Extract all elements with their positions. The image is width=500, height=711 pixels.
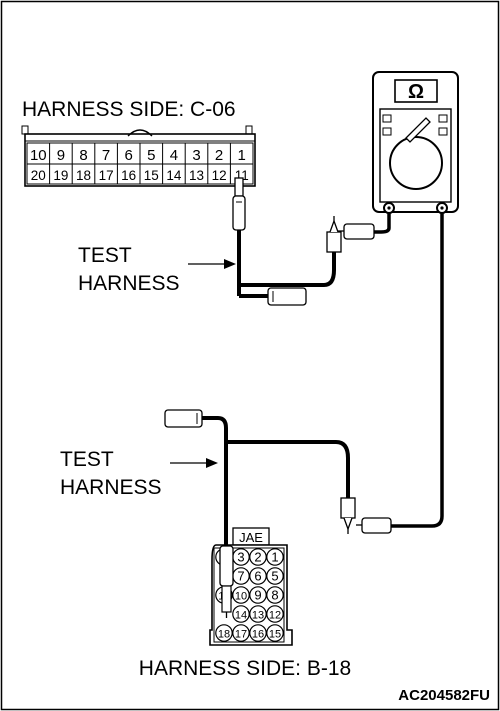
pin-label: 17 xyxy=(99,168,114,183)
pin-label: 14 xyxy=(166,168,182,183)
pin-label: 9 xyxy=(57,147,65,164)
pin-socket xyxy=(232,605,250,623)
pin-label: 20 xyxy=(31,168,46,183)
pin-label: 10 xyxy=(30,147,47,164)
pin-label: 9 xyxy=(254,588,261,603)
connector-b18-maker: JAE xyxy=(239,530,263,545)
pin-label: 8 xyxy=(271,588,278,603)
pin-label: 5 xyxy=(147,147,155,164)
pin-label: 14 xyxy=(235,610,247,622)
pin-label: 15 xyxy=(269,629,281,641)
pin-label: 10 xyxy=(235,591,247,603)
pin-label: 12 xyxy=(269,610,281,622)
multimeter-icon: Ω xyxy=(372,71,459,214)
pin-label: 16 xyxy=(252,629,264,641)
pin-label: 6 xyxy=(254,569,261,584)
arrow-icon xyxy=(188,259,236,269)
pin-label: 19 xyxy=(53,168,68,183)
arrow-icon xyxy=(170,458,218,468)
test-harness-2-label-line1: TEST xyxy=(60,448,114,471)
test-harness-2-label-line2: HARNESS xyxy=(60,476,162,499)
pin-label: 4 xyxy=(170,147,178,164)
ohm-symbol: Ω xyxy=(408,81,424,103)
pin-label: 15 xyxy=(144,168,159,183)
test-harness-1-label-line2: HARNESS xyxy=(78,272,180,295)
pin-label: 8 xyxy=(79,147,87,164)
pin-label: 12 xyxy=(212,168,227,183)
pin-label: 7 xyxy=(102,147,110,164)
test-harness-1 xyxy=(232,177,342,306)
connector-b18-title: HARNESS SIDE: B-18 xyxy=(139,657,351,680)
pin-socket xyxy=(266,586,284,604)
connector-c06-title: HARNESS SIDE: C-06 xyxy=(22,98,236,121)
pin-label: 17 xyxy=(235,629,247,641)
pin-label: 1 xyxy=(238,147,246,164)
pin-socket xyxy=(266,548,284,566)
meter-lead-2 xyxy=(356,213,444,534)
test-harness-2-probe xyxy=(219,545,234,618)
pin-label: 13 xyxy=(252,610,264,622)
pin-label: 18 xyxy=(76,168,91,183)
pin-socket xyxy=(215,624,233,642)
pin-socket xyxy=(232,586,250,604)
figure-code: AC204582FU xyxy=(398,687,490,704)
meter-lead-1 xyxy=(338,213,391,240)
pin-label: 6 xyxy=(125,147,133,164)
pin-label: 13 xyxy=(189,168,204,183)
pin-socket xyxy=(232,624,250,642)
pin-label: 7 xyxy=(237,569,244,584)
test-harness-2 xyxy=(164,409,356,546)
pin-label: 2 xyxy=(254,550,261,565)
pin-label: 3 xyxy=(192,147,200,164)
pin-label: 5 xyxy=(271,569,278,584)
pin-socket xyxy=(266,605,284,623)
pin-label: 2 xyxy=(215,147,223,164)
pin-label: 3 xyxy=(237,550,244,565)
pin-label: 1 xyxy=(271,550,278,565)
pin-socket xyxy=(266,624,284,642)
pin-label: 16 xyxy=(121,168,136,183)
pin-socket xyxy=(266,567,284,585)
test-harness-1-label-line1: TEST xyxy=(78,244,132,267)
pin-label: 18 xyxy=(218,629,230,641)
